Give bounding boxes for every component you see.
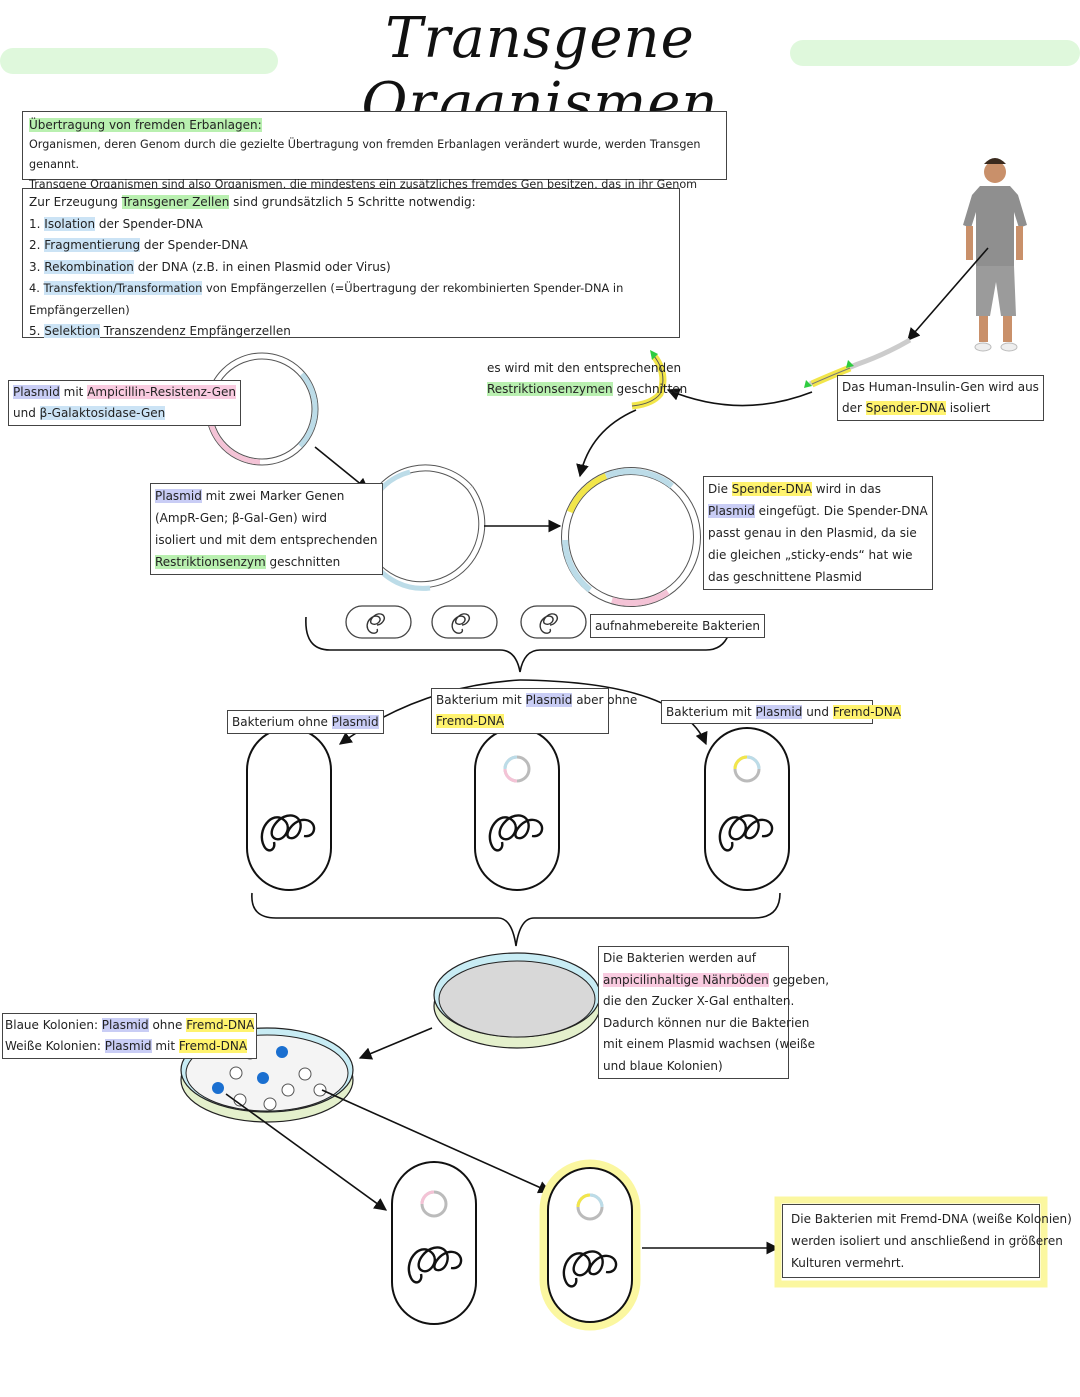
label-restriction-cut: es wird mit den entsprechenden Restrikti…: [487, 361, 688, 396]
title-banner-right: [790, 40, 1080, 66]
label-ready-bacteria: aufnahmebereite Bakterien: [590, 614, 765, 638]
label-insertion: Die Spender-DNA wird in das Plasmid eing…: [703, 476, 933, 590]
step-item: 4. Transfektion/Transformation von Empfä…: [29, 281, 624, 317]
intro-heading: Übertragung von fremden Erbanlagen:: [29, 118, 262, 132]
label-agar-plates: Die Bakterien werden auf ampicilinhaltig…: [598, 946, 829, 1079]
step-item: 1. Isolation der Spender-DNA: [29, 216, 203, 231]
label-marker-genes: Plasmid mit zwei Marker Genen (AmpR-Gen;…: [150, 483, 383, 575]
label-plasmid: Plasmid mit Ampicillin-Resistenz-Gen und…: [8, 380, 241, 426]
ready-bacteria: [345, 605, 587, 639]
bacterium-plasmid-with-foreign-dna: [704, 727, 790, 891]
steps-box: Zur Erzeugung Transgener Zellen sind gru…: [22, 188, 680, 338]
step-item: 5. Selektion Transzendenz Empfängerzelle…: [29, 324, 291, 338]
step-item: 3. Rekombination der DNA (z.B. in einen …: [29, 259, 391, 274]
bacterium-without-plasmid: [246, 727, 332, 891]
label-colonies: Blaue Kolonien: Plasmid ohne Fremd-DNA W…: [2, 1013, 258, 1059]
step-item: 2. Fragmentierung der Spender-DNA: [29, 238, 248, 252]
intro-line-1: Organismen, deren Genom durch die geziel…: [29, 138, 701, 171]
cut-insulin-fragment: [631, 350, 667, 410]
intro-box: Übertragung von fremden Erbanlagen: Orga…: [22, 111, 727, 211]
steps-lead: Zur Erzeugung Transgener Zellen sind gru…: [29, 195, 476, 209]
human-donor-figure: [963, 158, 1027, 352]
bacterium-blue-colony: [391, 1161, 477, 1325]
label-bacterium-no-plasmid: Bakterium ohne Plasmid: [227, 710, 384, 734]
plasmid-recombinant: [561, 467, 701, 607]
label-bacterium-plasmid-no-dna: Bakterium mit Plasmid aber ohne Fremd-DN…: [431, 688, 637, 734]
agar-dish-empty: [433, 952, 601, 1049]
bacterium-plasmid-no-foreign-dna: [474, 727, 560, 891]
donor-dna-strand: [804, 337, 912, 388]
bacterium-white-colony: [539, 1159, 641, 1331]
title-banner-left: [0, 48, 278, 74]
label-final-culture: Die Bakterien mit Fremd-DNA (weiße Kolon…: [782, 1204, 1072, 1278]
label-bacterium-plasmid-with-dna: Bakterium mit Plasmid und Fremd-DNA: [661, 700, 901, 724]
label-insulin-gene: Das Human-Insulin-Gen wird aus der Spend…: [837, 375, 1044, 421]
